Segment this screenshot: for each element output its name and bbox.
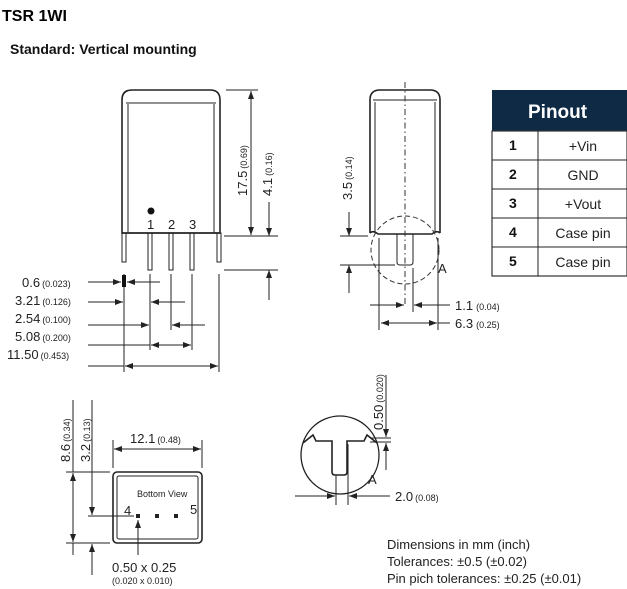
detail-label: A <box>368 472 377 487</box>
dim-outer-pins: 11.50(0.453) <box>7 347 69 362</box>
pinout-row: 2 GND <box>509 166 599 183</box>
pinout-header <box>492 90 627 131</box>
pinout-row: 1 +Vin <box>509 137 597 154</box>
pinout-row: 3 +Vout <box>509 195 601 212</box>
bottom-view-label: Bottom View <box>137 489 188 499</box>
front-view: 1 2 3 17.5(0.69) 4.1(0.16) 0.6(0.023) 3.… <box>7 89 278 372</box>
dim-pitch-double: 5.08(0.200) <box>15 329 71 344</box>
note-units: Dimensions in mm (inch) <box>387 537 530 552</box>
svg-text:Case pin: Case pin <box>555 225 610 241</box>
dim-pin-offset: 3.2(0.13) <box>78 418 93 462</box>
page-title: TSR 1WI <box>2 8 67 25</box>
dim-body-depth: 6.3(0.25) <box>455 316 500 331</box>
pinout-row: 4 Case pin <box>509 224 611 241</box>
notes: Dimensions in mm (inch) Tolerances: ±0.5… <box>387 537 581 586</box>
dim-pin-thickness: 1.1(0.04) <box>455 298 500 313</box>
dim-detail-gap: 0.50(0.020) <box>371 374 386 430</box>
pin-label: 4 <box>124 503 131 518</box>
pin-label: 1 <box>147 217 154 232</box>
note-pitch-tolerances: Pin pich tolerances: ±0.25 (±0.01) <box>387 571 581 586</box>
bottom-view: Bottom View 4 5 12.1(0.48) 8.6(0.34) 3.2… <box>58 400 203 586</box>
svg-text:GND: GND <box>567 167 598 183</box>
pinout-row: 5 Case pin <box>509 253 611 270</box>
dim-pin-width: 0.6(0.023) <box>22 275 71 290</box>
dim-standoff: 3.5(0.14) <box>340 156 355 200</box>
dim-bottom-width: 12.1(0.48) <box>130 431 181 446</box>
note-tolerances: Tolerances: ±0.5 (±0.02) <box>387 554 527 569</box>
pad-size-inch: (0.020 x 0.010) <box>112 576 173 586</box>
svg-text:4: 4 <box>509 224 517 240</box>
pin1-marker <box>147 207 155 215</box>
pin-label: 5 <box>190 502 197 517</box>
dim-detail-width: 2.0(0.08) <box>395 489 439 504</box>
pad-size: 0.50 x 0.25 <box>112 560 176 575</box>
detail-a: 2.0(0.08) A 0.50(0.020) <box>295 374 439 505</box>
section-title: Standard: Vertical mounting <box>10 41 197 57</box>
svg-text:Case pin: Case pin <box>555 254 610 270</box>
svg-text:1: 1 <box>509 137 517 153</box>
dim-pin1-offset: 3.21(0.126) <box>15 293 71 308</box>
dim-height: 17.5(0.69) <box>235 145 250 196</box>
side-view: A 3.5(0.14) 1.1(0.04) 6.3(0.25) <box>340 82 500 331</box>
detail-marker: A <box>438 261 447 276</box>
svg-text:5: 5 <box>509 253 517 269</box>
svg-text:2: 2 <box>509 166 517 182</box>
dim-pitch: 2.54(0.100) <box>15 311 71 326</box>
svg-text:+Vin: +Vin <box>569 138 597 154</box>
svg-text:+Vout: +Vout <box>565 196 601 212</box>
pinout-title: Pinout <box>528 102 588 123</box>
dim-pin-length: 4.1(0.16) <box>260 152 275 196</box>
dim-bottom-depth: 8.6(0.34) <box>58 418 73 462</box>
pin-label: 3 <box>189 217 196 232</box>
svg-text:3: 3 <box>509 195 517 211</box>
pin-label: 2 <box>168 217 175 232</box>
